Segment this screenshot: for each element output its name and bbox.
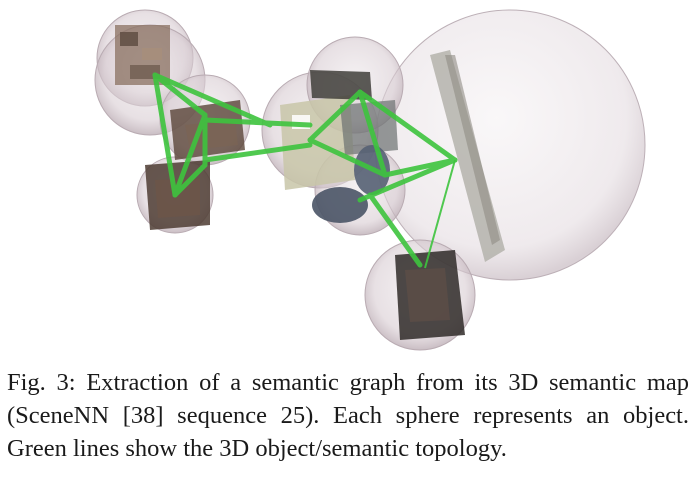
graph-edge: [152, 72, 178, 198]
semantic-map-illustration: [94, 9, 646, 351]
caption-text: Fig. 3: Extraction of a semantic graph f…: [7, 369, 689, 462]
object-sphere: [374, 9, 646, 281]
graph-edge: [152, 72, 208, 118]
figure-caption: Fig. 3: Extraction of a semantic graph f…: [7, 366, 689, 465]
semantic-map-figure: [94, 9, 646, 351]
graph-edge: [357, 89, 458, 163]
graph-edge: [357, 89, 388, 178]
wall-object: [430, 50, 505, 262]
graph-edge: [357, 157, 458, 203]
graph-edge: [202, 142, 313, 163]
graph-edge: [307, 89, 363, 143]
graph-edge: [307, 137, 388, 178]
graph-edge: [152, 72, 273, 128]
table-object: [395, 250, 465, 340]
graph-edge: [172, 162, 208, 198]
semantic-topology-lines: [152, 72, 458, 268]
graph-edge: [424, 159, 456, 269]
graph-edge: [202, 117, 313, 128]
graph-edge: [172, 112, 208, 198]
graph-edge: [367, 192, 423, 268]
